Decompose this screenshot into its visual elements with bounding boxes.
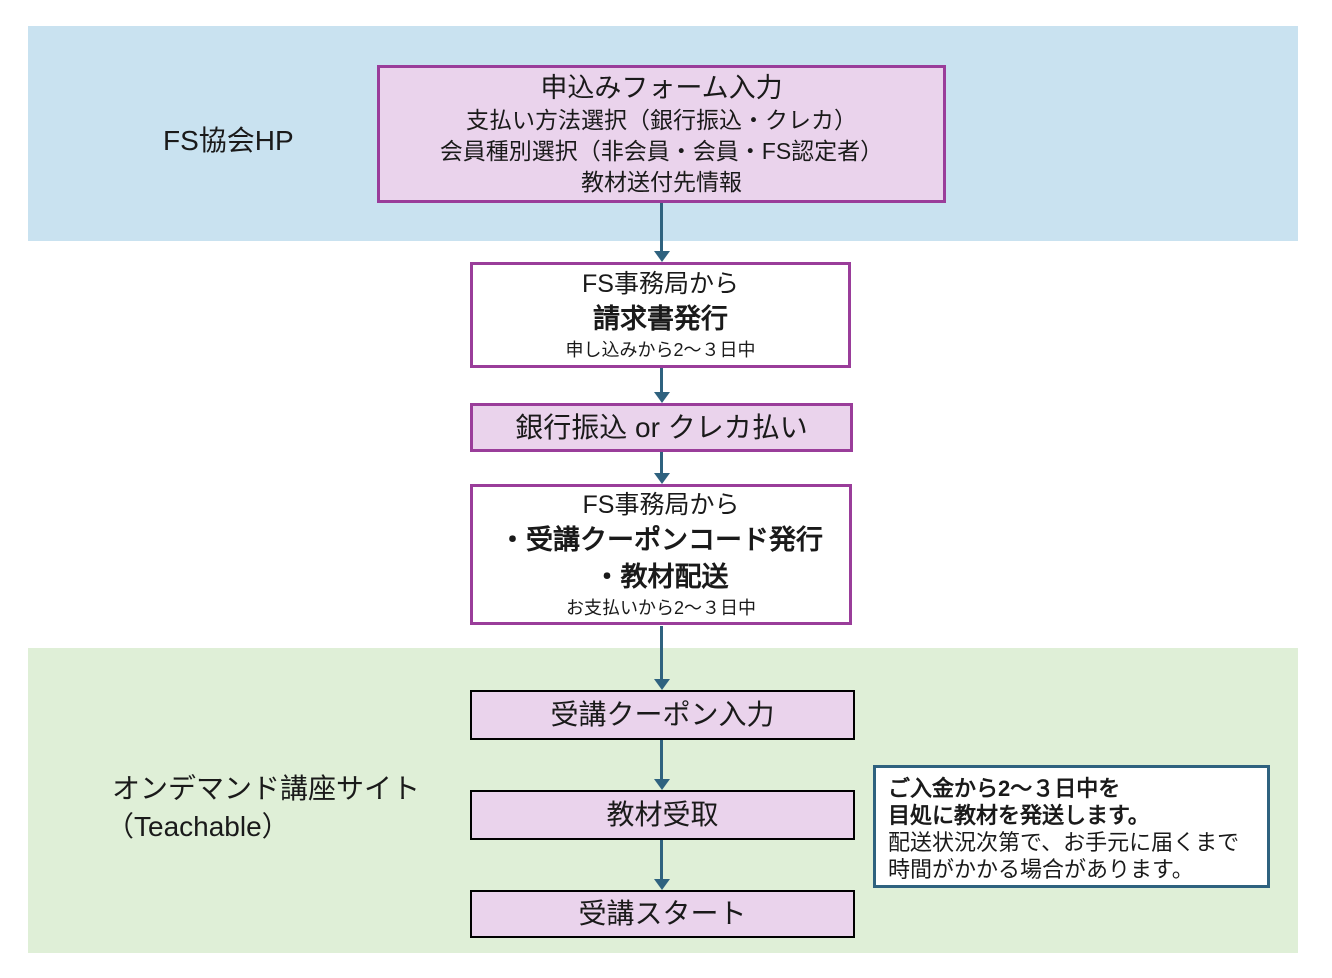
course-start-label: 受講スタート	[578, 898, 747, 929]
coupon-issue-timing: お支払いから2～３日中	[565, 597, 756, 618]
arrow-apply-to-invoice	[660, 203, 663, 251]
arrow-material-to-start	[660, 840, 663, 879]
payment-label: 銀行振込 or クレカ払い	[515, 411, 808, 443]
coupon-issue-from: FS事務局から	[582, 490, 740, 519]
coupon-issue-shipping: ・教材配送	[593, 561, 729, 592]
shipping-note-line4: 時間がかかる場合があります。	[888, 857, 1194, 882]
teachable-label: オンデマンド講座サイト （Teachable）	[106, 770, 420, 846]
shipping-note-line2: 目処に教材を発送します。	[888, 803, 1150, 828]
fs-website-label: FS協会HP	[163, 125, 294, 156]
node-payment: 銀行振込 or クレカ払い	[470, 403, 853, 452]
invoice-title: 請求書発行	[593, 303, 728, 334]
invoice-timing: 申し込みから2～３日中	[565, 339, 756, 360]
arrow-payment-to-coupon-issue	[660, 452, 663, 473]
apply-form-shipping-info: 教材送付先情報	[581, 168, 742, 195]
shipping-note-line3: 配送状況次第で、お手元に届くまで	[888, 830, 1240, 855]
apply-form-title: 申込みフォーム入力	[540, 72, 783, 103]
arrow-coupon-issue-to-coupon-input	[660, 626, 663, 679]
shipping-note-line1: ご入金から2～３日中を	[888, 776, 1121, 801]
node-course-start: 受講スタート	[470, 890, 855, 938]
coupon-input-label: 受講クーポン入力	[550, 699, 775, 730]
material-receive-label: 教材受取	[606, 799, 719, 830]
arrow-coupon-input-to-material	[660, 740, 663, 779]
apply-form-payment-method: 支払い方法選択（銀行振込・クレカ）	[466, 106, 857, 133]
teachable-label-line1: オンデマンド講座サイト	[112, 773, 421, 804]
teachable-label-line2: （Teachable）	[106, 811, 290, 842]
node-material-receive: 教材受取	[470, 790, 855, 840]
invoice-from: FS事務局から	[582, 269, 739, 298]
node-apply-form: 申込みフォーム入力 支払い方法選択（銀行振込・クレカ） 会員種別選択（非会員・会…	[377, 65, 946, 203]
apply-form-member-type: 会員種別選択（非会員・会員・FS認定者）	[439, 137, 884, 164]
node-coupon-input: 受講クーポン入力	[470, 690, 855, 740]
node-coupon-issue: FS事務局から ・受講クーポンコード発行 ・教材配送 お支払いから2～３日中	[470, 484, 852, 625]
node-invoice: FS事務局から 請求書発行 申し込みから2～３日中	[470, 262, 851, 368]
arrow-invoice-to-payment	[660, 368, 663, 392]
shipping-note: ご入金から2～３日中を 目処に教材を発送します。 配送状況次第で、お手元に届くま…	[873, 765, 1270, 888]
coupon-issue-code: ・受講クーポンコード発行	[499, 524, 823, 555]
